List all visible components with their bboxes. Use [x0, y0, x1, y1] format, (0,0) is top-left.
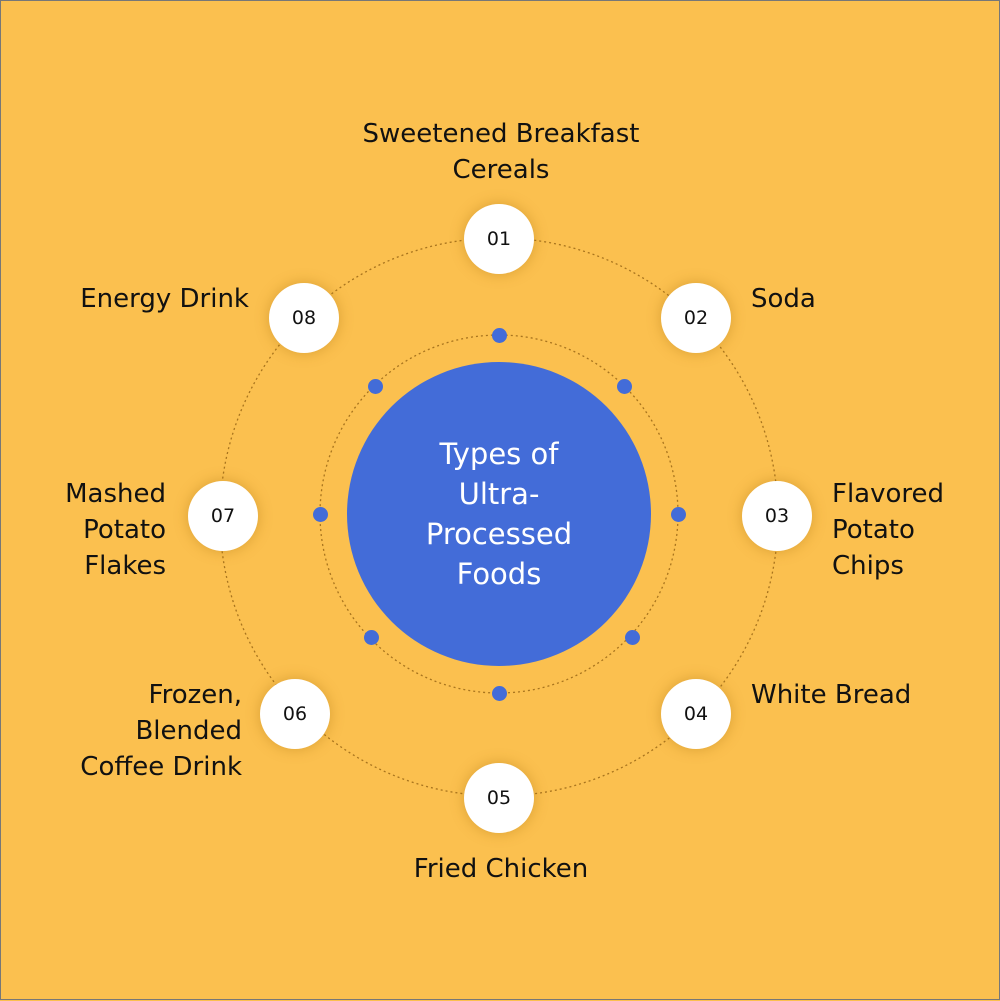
ring-dot — [367, 378, 383, 394]
label-04: White Bread — [751, 680, 912, 710]
label-03: Flavored Potato Chips — [832, 479, 945, 581]
ring-dot — [363, 629, 379, 645]
label-02: Soda — [751, 284, 816, 314]
ring-dot — [670, 506, 686, 522]
center-circle: Types of Ultra- Processed Foods — [347, 362, 651, 666]
node-02: 02 — [661, 283, 731, 353]
ring-dot — [616, 378, 632, 394]
label-05: Fried Chicken — [413, 854, 589, 884]
ring-dot — [491, 685, 507, 701]
node-03: 03 — [742, 481, 812, 551]
ring-dot — [312, 506, 328, 522]
ring-dot — [491, 327, 507, 343]
label-08: Energy Drink — [80, 284, 249, 314]
node-08: 08 — [269, 283, 339, 353]
node-04: 04 — [661, 679, 731, 749]
node-05: 05 — [464, 763, 534, 833]
center-title: Types of Ultra- Processed Foods — [425, 437, 573, 591]
node-07: 07 — [188, 481, 258, 551]
node-01: 01 — [464, 204, 534, 274]
label-06: Frozen, Blended Coffee Drink — [80, 680, 242, 782]
label-01: Sweetened Breakfast Cereals — [362, 119, 640, 185]
ring-dot — [624, 629, 640, 645]
label-07: Mashed Potato Flakes — [65, 479, 166, 581]
node-06: 06 — [260, 679, 330, 749]
